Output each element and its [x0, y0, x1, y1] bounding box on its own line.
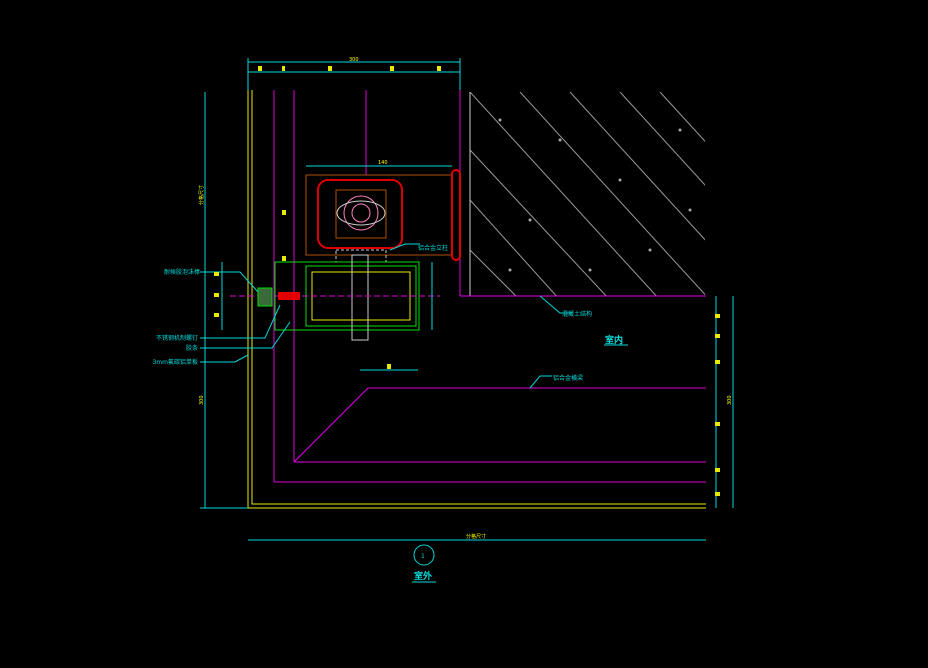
callout-beam: 铝合金横梁: [553, 374, 583, 382]
callout-panel: 3mm氟碳铝单板: [152, 358, 198, 366]
detail-number: 1: [421, 553, 425, 560]
dim-bottom: 分格尺寸: [466, 533, 486, 540]
aluminum-mullion: [305, 169, 461, 263]
concrete-structure: [469, 92, 705, 296]
dim-top: 300: [349, 57, 359, 63]
callout-screw: 不锈钢机制螺钉: [156, 334, 198, 342]
outer-panel: [247, 90, 706, 509]
callout-sealant: 耐候胶泡沫棒: [164, 268, 200, 276]
outdoor-label: 室外: [414, 570, 432, 582]
indoor-label: 室内: [605, 334, 623, 346]
callout-strip: 胶条: [186, 344, 198, 352]
dim-left: 分格尺寸: [198, 185, 205, 205]
callout-mullion: 铝合金立柱: [418, 244, 448, 252]
dimension-ticks: [214, 66, 720, 496]
dim-right: 300: [727, 395, 733, 405]
dim-mullion: 140: [378, 160, 388, 166]
aluminum-beam: [230, 254, 440, 341]
dimension-lines: [200, 58, 734, 583]
callout-concrete: 混凝土结构: [562, 310, 592, 318]
boundary-lines: [273, 90, 706, 483]
dim-left-low: 300: [199, 395, 205, 405]
